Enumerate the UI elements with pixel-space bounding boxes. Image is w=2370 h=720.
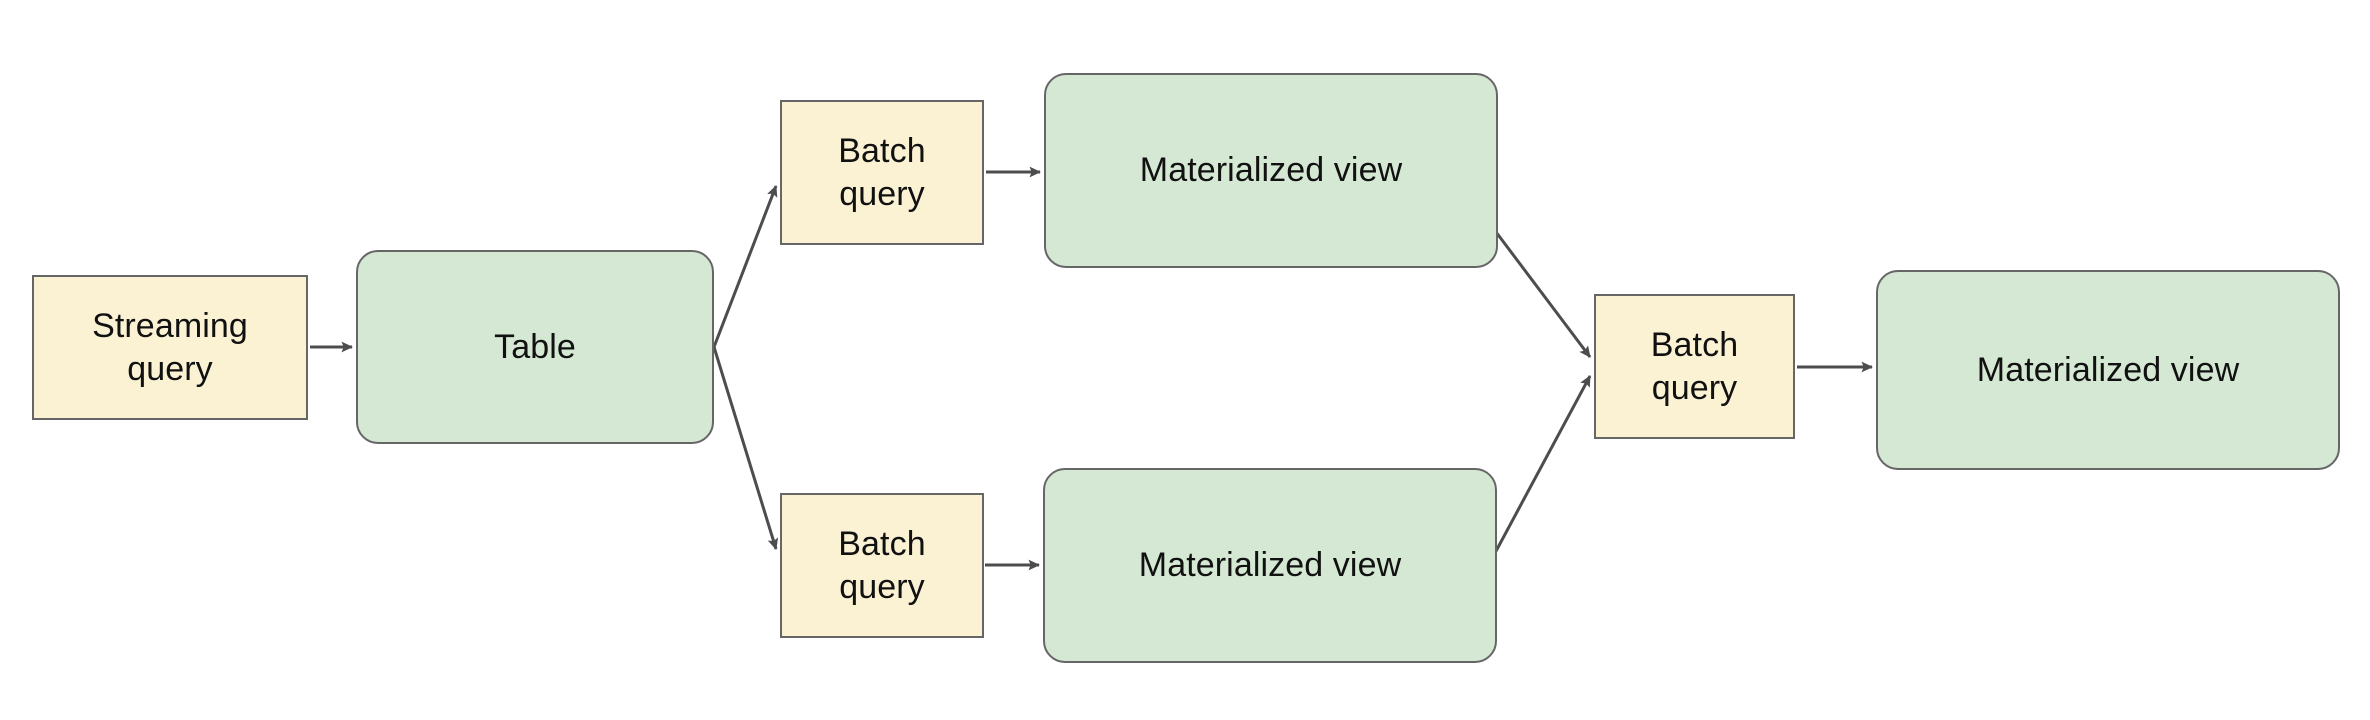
node-label: Table bbox=[494, 327, 576, 366]
node-label: Materialized view bbox=[1139, 151, 1403, 190]
node-label: Streaming query bbox=[92, 306, 248, 388]
node-label: Materialized view bbox=[1976, 350, 2240, 389]
node-streaming-query[interactable]: Streaming query bbox=[32, 275, 308, 420]
node-batch-query-bottom[interactable]: Batch query bbox=[780, 493, 984, 638]
edge-materialized-view-bottom-to-batch-query-join bbox=[1493, 375, 1592, 554]
node-label: Batch query bbox=[838, 131, 926, 213]
node-label: Materialized view bbox=[1138, 546, 1402, 585]
node-materialized-view-bottom[interactable]: Materialized view bbox=[1043, 468, 1497, 663]
node-label: Batch query bbox=[1650, 325, 1739, 407]
node-batch-query-join[interactable]: Batch query bbox=[1594, 294, 1795, 439]
edge-table-to-batch-query-bottom bbox=[712, 346, 779, 550]
edge-materialized-view-top-to-batch-query-join bbox=[1494, 231, 1592, 358]
node-table[interactable]: Table bbox=[356, 250, 714, 444]
node-materialized-view-top[interactable]: Materialized view bbox=[1044, 73, 1498, 268]
node-label: Batch query bbox=[838, 524, 926, 606]
edge-table-to-batch-query-top bbox=[712, 185, 778, 348]
node-materialized-view-final[interactable]: Materialized view bbox=[1876, 270, 2340, 470]
node-batch-query-top[interactable]: Batch query bbox=[780, 100, 984, 245]
